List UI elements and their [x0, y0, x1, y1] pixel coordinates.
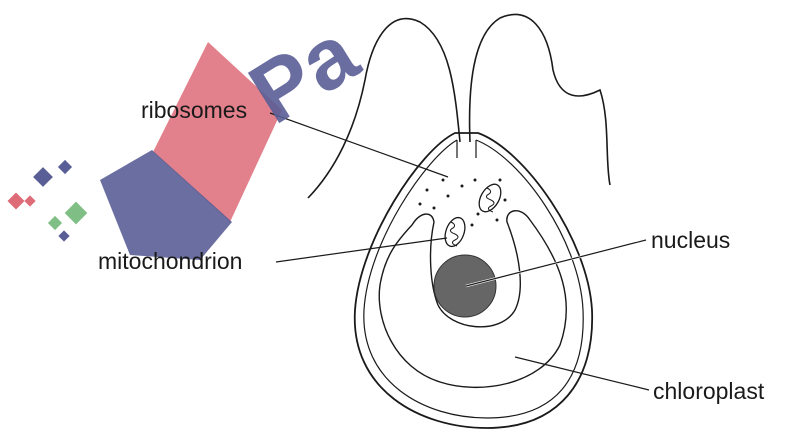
watermark-square-6: [48, 216, 62, 230]
watermark-square-3: [8, 193, 25, 210]
nucleus-shape: [434, 255, 496, 317]
leader-nucleus: [466, 240, 646, 286]
mitochondrion-left: [441, 215, 468, 249]
label-ribosomes: ribosomes: [141, 99, 247, 122]
label-nucleus: nucleus: [651, 229, 730, 252]
reservoir: [457, 140, 476, 158]
label-chloroplast: chloroplast: [653, 380, 764, 403]
mitochondrion-right: [475, 181, 506, 216]
leader-mitochondrion: [276, 238, 447, 262]
flagellum-right: [470, 15, 610, 185]
watermark-square-2: [58, 160, 72, 174]
watermark-square-4: [24, 195, 35, 206]
label-mitochondrion: mitochondrion: [98, 250, 242, 273]
leader-chloroplast: [515, 357, 649, 390]
watermark-logo: [8, 42, 282, 260]
watermark-square-7: [58, 230, 69, 241]
watermark-square-1: [33, 167, 53, 187]
watermark-square-5: [65, 202, 88, 225]
